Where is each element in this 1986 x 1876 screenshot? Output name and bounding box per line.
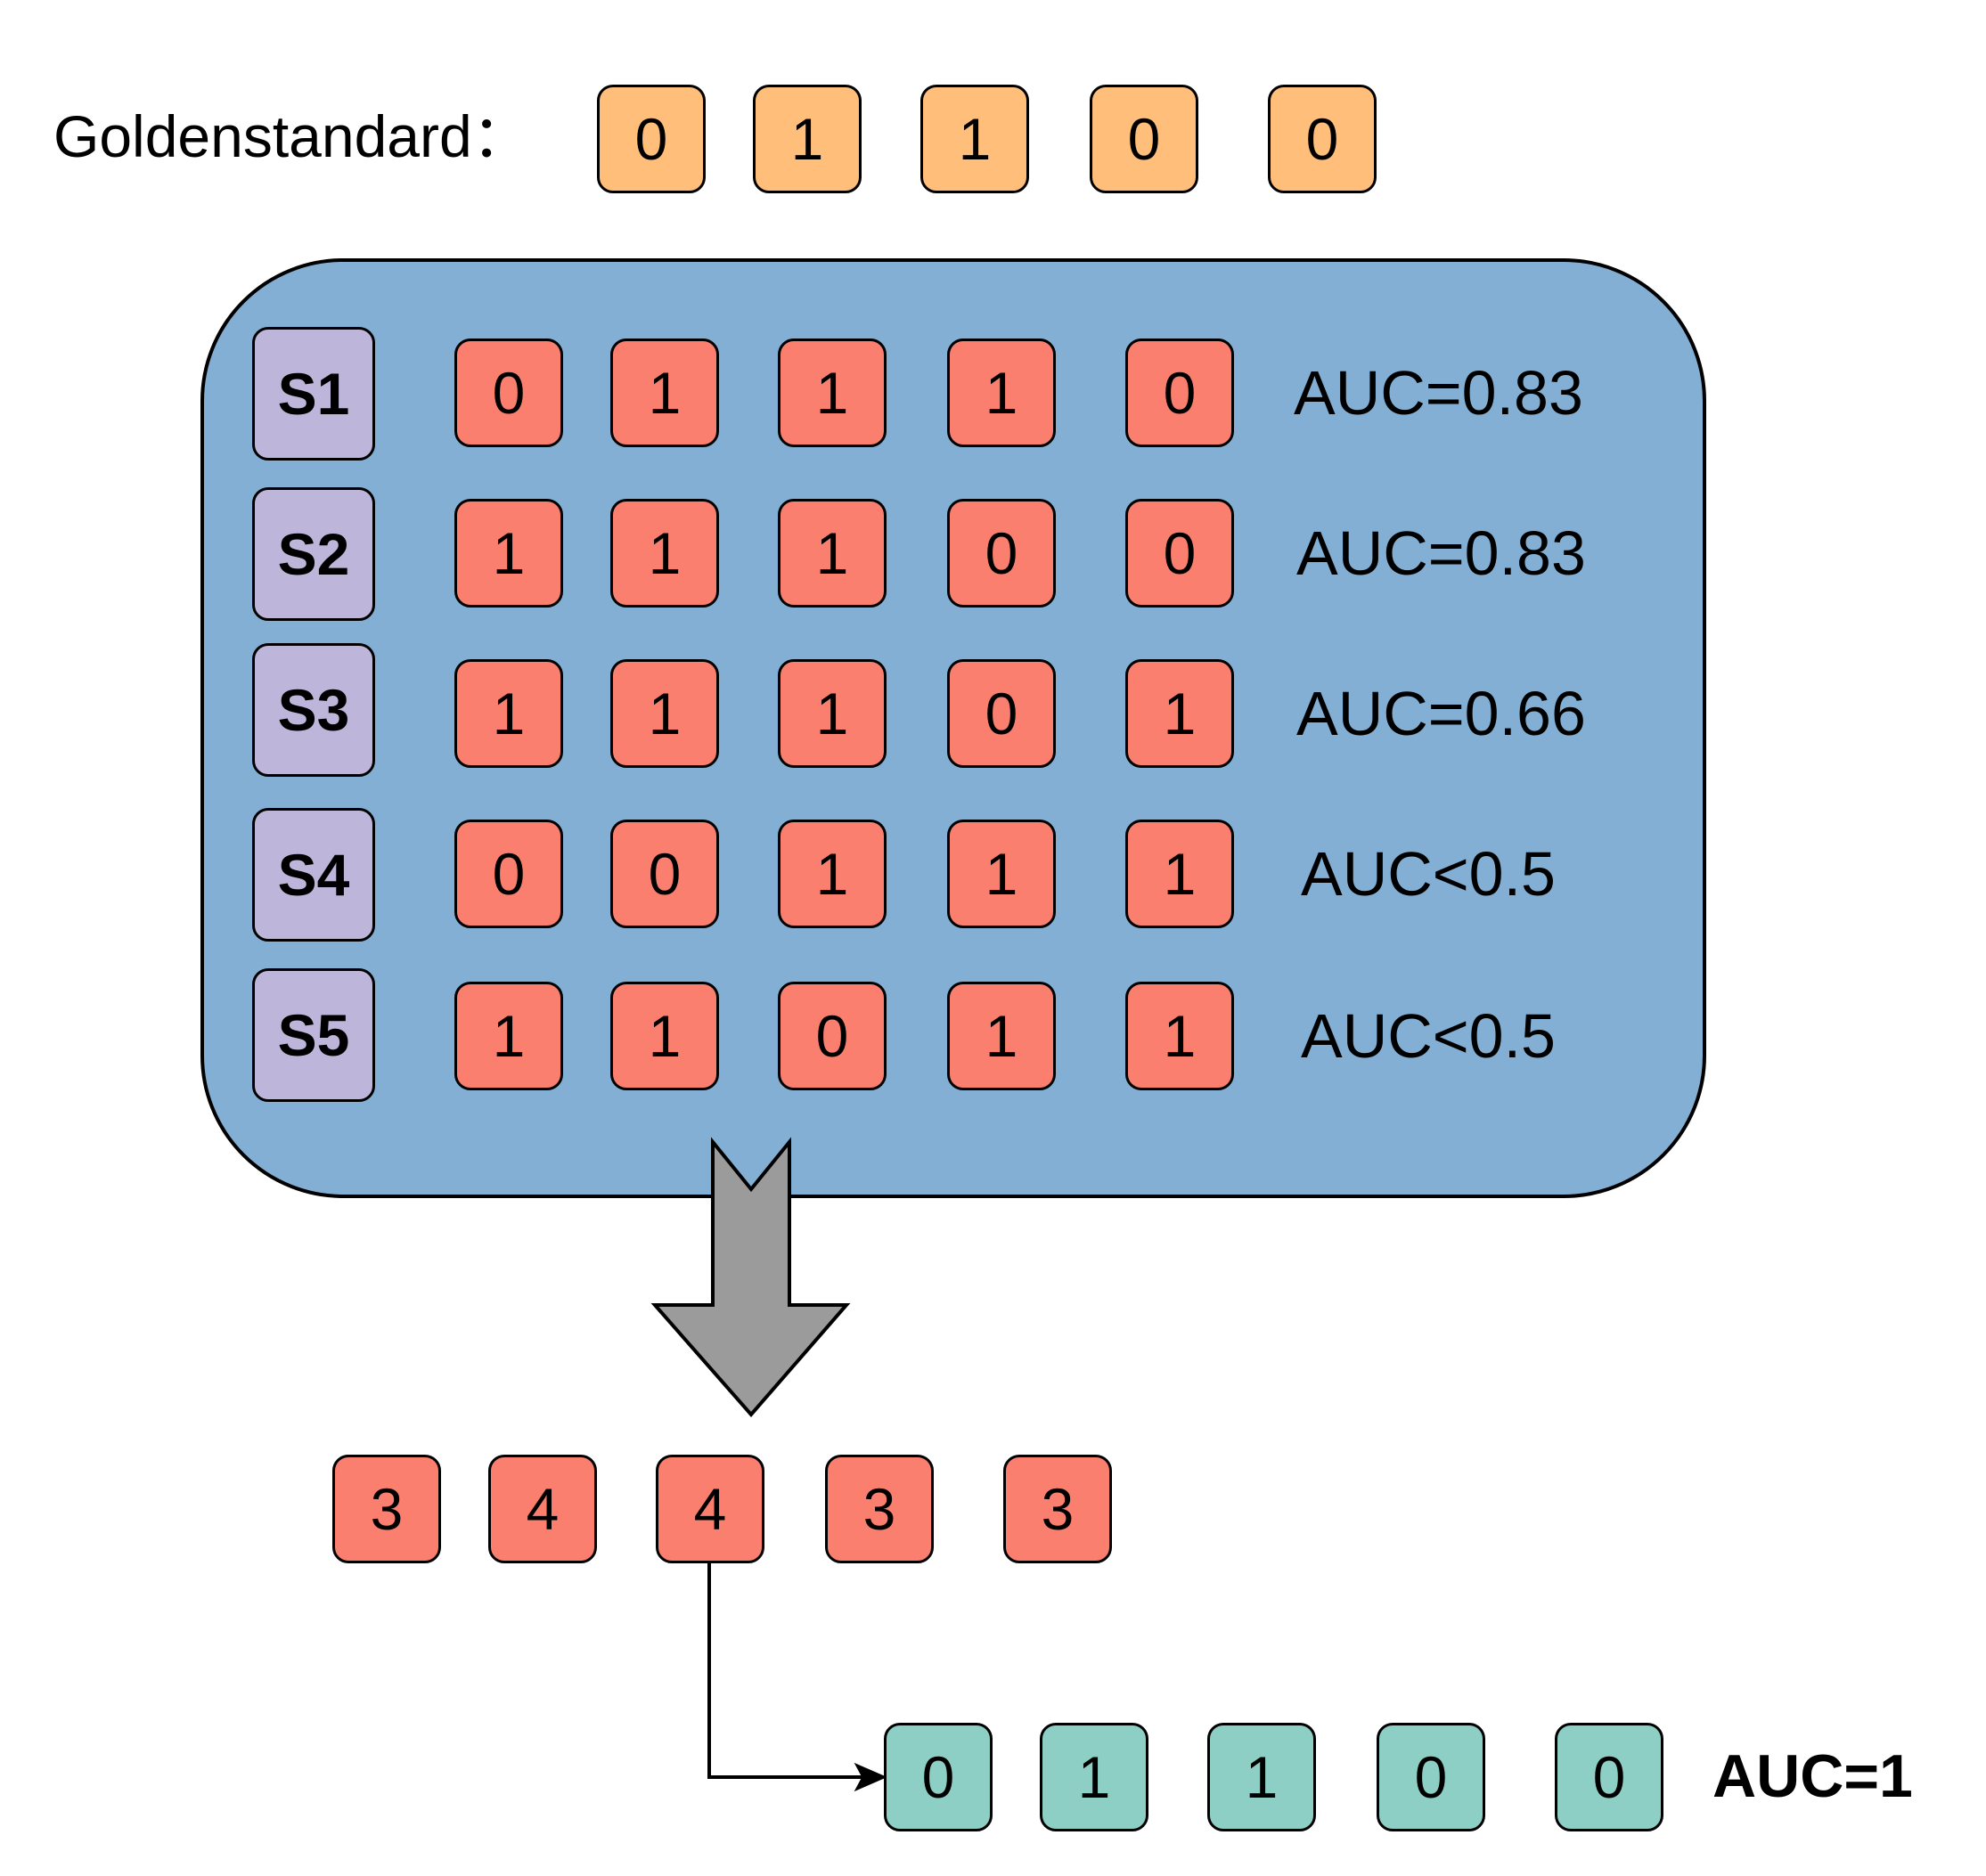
sample-cell: 0	[454, 338, 563, 447]
sum-cell: 4	[488, 1455, 597, 1563]
sample-cell: 1	[778, 499, 887, 608]
sample-auc: AUC=0.83	[1296, 518, 1586, 588]
sample-auc: AUC<0.5	[1301, 839, 1556, 909]
sample-cell: 1	[610, 982, 719, 1090]
sample-cell: 0	[1125, 499, 1234, 608]
sample-cell: 0	[947, 659, 1056, 768]
sum-cell: 3	[1003, 1455, 1112, 1563]
sample-cell: 1	[454, 499, 563, 608]
sample-cell: 1	[610, 659, 719, 768]
sample-auc: AUC<0.5	[1301, 1001, 1556, 1071]
sample-cell: 0	[454, 820, 563, 928]
sample-cell: 1	[778, 659, 887, 768]
result-cell: 1	[1207, 1723, 1316, 1831]
sample-label: S3	[252, 643, 375, 777]
result-cell: 0	[1555, 1723, 1663, 1831]
gold-standard-cell: 0	[597, 85, 706, 193]
sample-label: S2	[252, 487, 375, 621]
sample-cell: 1	[610, 338, 719, 447]
down-arrow-icon	[650, 1137, 851, 1418]
sample-cell: 0	[610, 820, 719, 928]
sum-cell: 4	[656, 1455, 764, 1563]
sample-cell: 1	[1125, 659, 1234, 768]
sample-cell: 0	[778, 982, 887, 1090]
sample-cell: 0	[947, 499, 1056, 608]
connector-line	[707, 1563, 866, 1779]
result-cell: 1	[1040, 1723, 1148, 1831]
sample-label: S1	[252, 327, 375, 461]
sample-auc: AUC=0.83	[1294, 358, 1583, 428]
result-cell: 0	[1377, 1723, 1485, 1831]
connector-arrowhead-icon	[854, 1762, 887, 1792]
sample-cell: 1	[778, 820, 887, 928]
sample-cell: 1	[947, 820, 1056, 928]
result-auc: AUC=1	[1712, 1742, 1913, 1810]
result-cell: 0	[884, 1723, 993, 1831]
sample-cell: 1	[1125, 982, 1234, 1090]
gold-standard-cell: 1	[753, 85, 862, 193]
sample-cell: 0	[1125, 338, 1234, 447]
sample-auc: AUC=0.66	[1296, 679, 1586, 748]
sample-cell: 1	[947, 982, 1056, 1090]
sample-cell: 1	[454, 659, 563, 768]
sum-cell: 3	[332, 1455, 441, 1563]
gold-standard-cell: 0	[1268, 85, 1377, 193]
sample-cell: 1	[610, 499, 719, 608]
sample-cell: 1	[1125, 820, 1234, 928]
sample-cell: 1	[454, 982, 563, 1090]
gold-standard-cell: 1	[920, 85, 1029, 193]
sample-cell: 1	[947, 338, 1056, 447]
gold-standard-label: Goldenstandard：	[53, 103, 531, 169]
sample-cell: 1	[778, 338, 887, 447]
sample-label: S4	[252, 808, 375, 942]
sample-label: S5	[252, 968, 375, 1102]
sum-cell: 3	[825, 1455, 934, 1563]
gold-standard-cell: 0	[1090, 85, 1198, 193]
